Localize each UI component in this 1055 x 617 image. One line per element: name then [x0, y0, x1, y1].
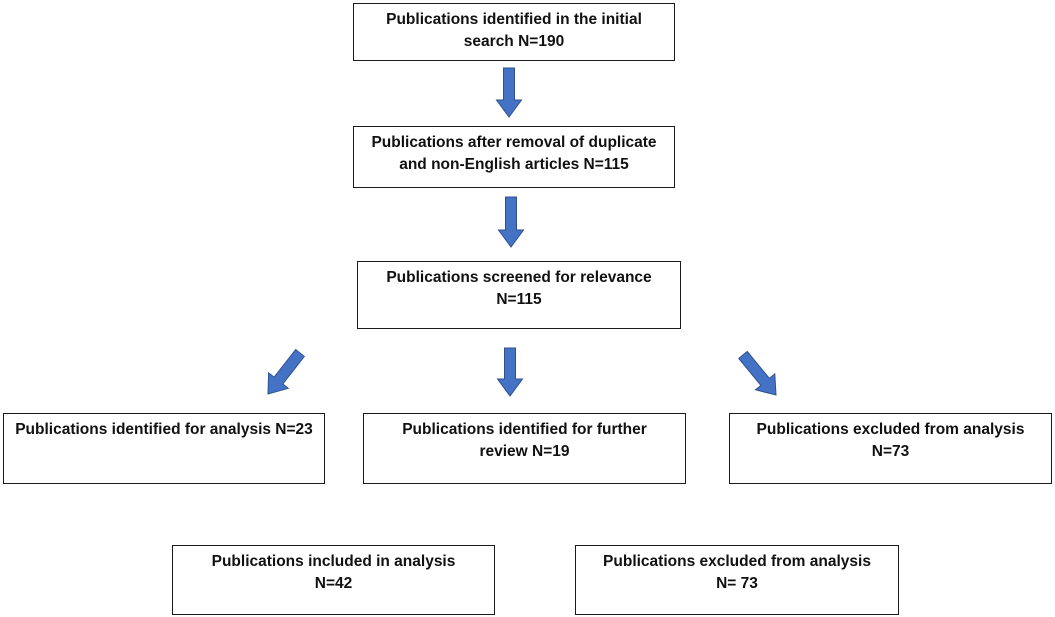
box-excluded-first-line-1: Publications excluded from analysis [756, 421, 1025, 438]
box-initial-search-line-1: Publications identified in the initial [386, 11, 642, 28]
arrow-screened-to-review [496, 347, 524, 397]
box-included-line-1: Publications included in analysis [211, 553, 456, 570]
box-screened: Publications screened for relevance N=11… [357, 261, 681, 329]
box-excluded-first: Publications excluded from analysis N=73 [729, 413, 1052, 484]
box-further-review: Publications identified for further revi… [363, 413, 686, 484]
arrow-screened-to-analysis [267, 348, 305, 395]
arrow-dedup-to-screened [497, 196, 525, 248]
box-for-analysis-line-1: Publications identified for analysis N=2… [15, 421, 313, 438]
box-after-dedup-line-2: and non-English articles N=115 [399, 156, 629, 173]
box-after-dedup: Publications after removal of duplicate … [353, 126, 675, 188]
box-further-review-line-1: Publications identified for further [402, 421, 647, 438]
box-initial-search-line-2: search N=190 [463, 33, 565, 50]
box-initial-search: Publications identified in the initial s… [353, 3, 675, 61]
box-excluded-first-line-2: N=73 [871, 443, 910, 460]
box-screened-line-1: Publications screened for relevance [386, 269, 652, 286]
box-screened-line-2: N=115 [496, 291, 542, 308]
box-excluded-final-line-1: Publications excluded from analysis [603, 553, 871, 570]
arrow-search-to-dedup [495, 67, 523, 118]
arrow-screened-to-excluded [738, 350, 777, 396]
box-further-review-line-2: review N=19 [479, 443, 570, 460]
box-for-analysis: Publications identified for analysis N=2… [3, 413, 325, 484]
box-excluded-final-line-2: N= 73 [716, 575, 758, 592]
box-after-dedup-line-1: Publications after removal of duplicate [371, 134, 657, 151]
box-included: Publications included in analysis N=42 [172, 545, 495, 615]
box-included-line-2: N=42 [314, 575, 353, 592]
box-excluded-final: Publications excluded from analysis N= 7… [575, 545, 899, 615]
